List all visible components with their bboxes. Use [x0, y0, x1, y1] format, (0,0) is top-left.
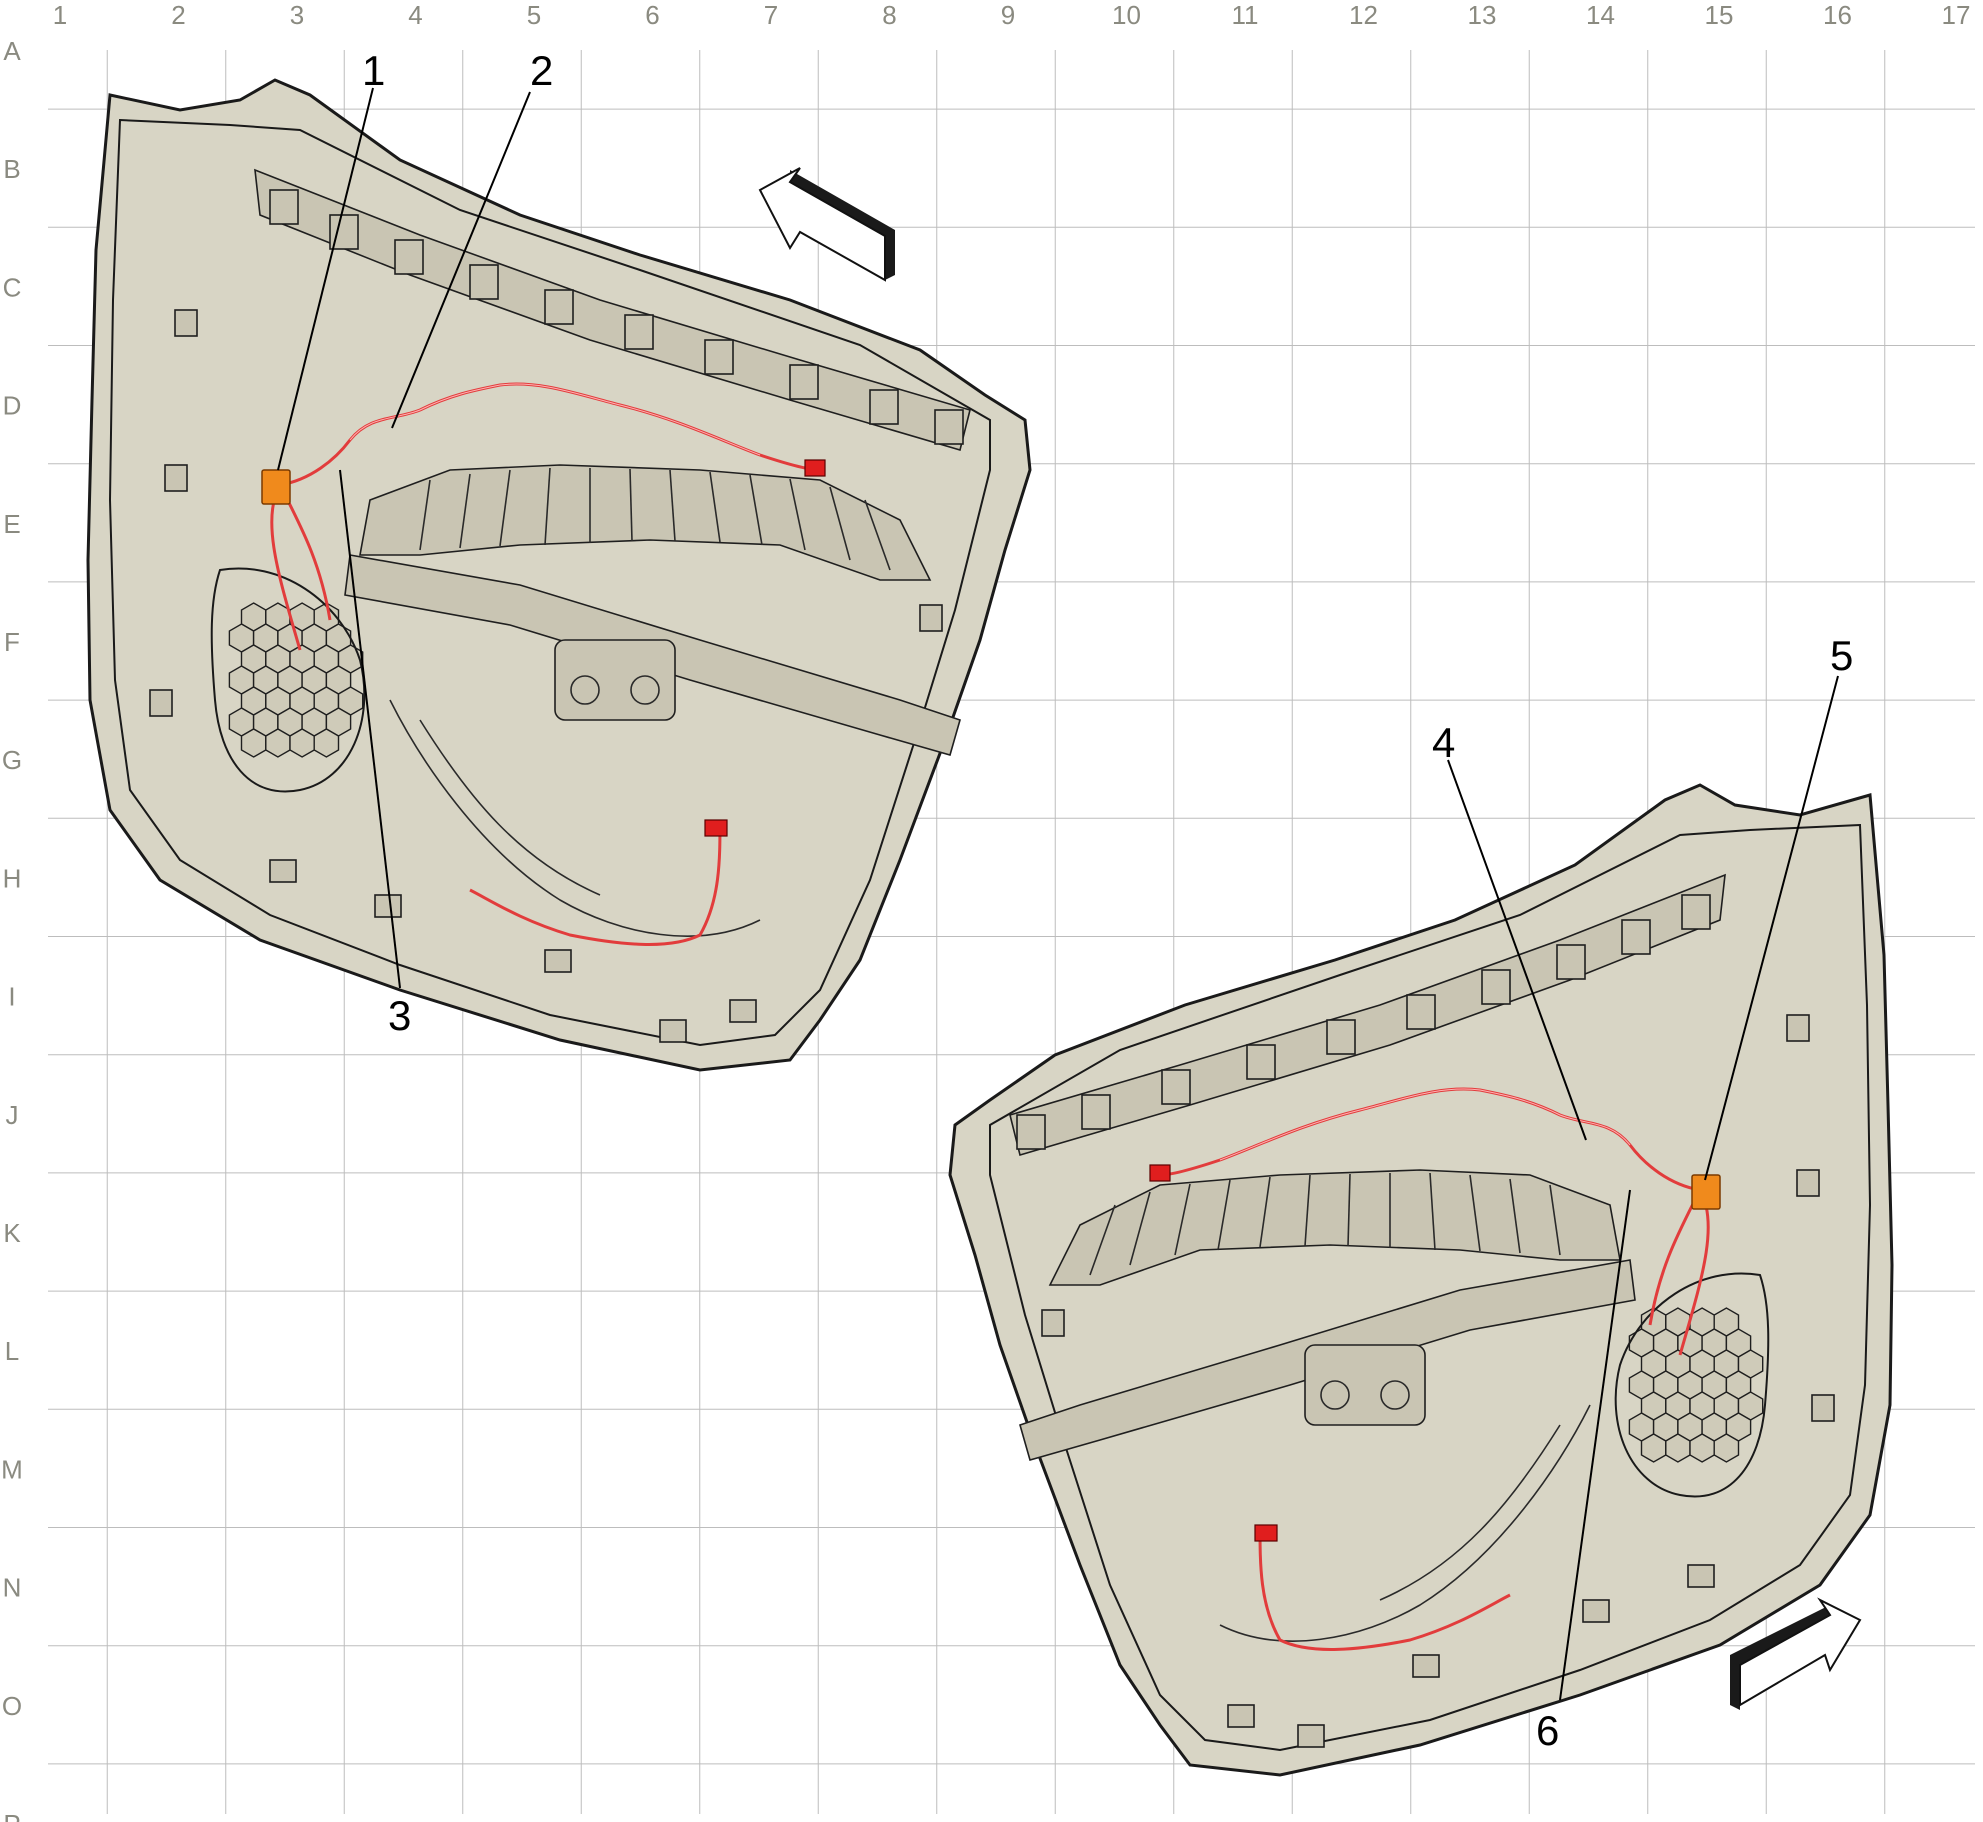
grid-column-label: 9 — [1001, 0, 1015, 30]
grid-column-label: 11 — [1232, 0, 1259, 30]
grid-row-label: M — [1, 1454, 23, 1484]
callout-3: 3 — [388, 992, 411, 1039]
left-speaker-bezel — [210, 567, 366, 793]
callout-5: 5 — [1830, 632, 1853, 679]
grid-row-label: L — [5, 1336, 19, 1366]
callout-6: 6 — [1536, 1707, 1559, 1754]
callout-2: 2 — [530, 47, 553, 94]
speaker-hex-cell — [1665, 1433, 1691, 1463]
callouts: 1 2 3 4 5 6 — [277, 47, 1853, 1754]
right-connector-lower — [1254, 1524, 1278, 1542]
speaker-hex-cell — [1689, 1433, 1715, 1463]
right-door-trim-panel — [948, 783, 1894, 1777]
grid-row-label: F — [4, 627, 20, 657]
left-upper-clips — [269, 189, 964, 445]
grid-row-label: O — [2, 1691, 22, 1721]
speaker-hex-cell — [313, 728, 340, 758]
left-armrest-grille — [359, 464, 932, 581]
grid-row-labels: A B C D E F G H I J K L M N O P — [1, 36, 23, 1822]
left-direction-arrow-icon — [758, 167, 895, 282]
grid-row-label: P — [3, 1809, 20, 1822]
grid-row-label: A — [3, 36, 21, 66]
grid-row-label: H — [3, 863, 22, 893]
grid-row-label: K — [3, 1218, 21, 1248]
right-upper-clips — [1016, 894, 1711, 1150]
grid-column-label: 8 — [882, 0, 896, 30]
left-switch-left — [570, 675, 600, 705]
grid-row-label: B — [3, 154, 20, 184]
right-switch-right — [1380, 1380, 1410, 1410]
grid-column-label: 7 — [764, 0, 778, 30]
left-lower-clips — [149, 309, 943, 1043]
grid-row-label: G — [2, 745, 22, 775]
left-pocket-inner — [419, 719, 601, 896]
right-armrest-grille — [1048, 1169, 1621, 1286]
speaker-hex-cell — [1640, 1433, 1667, 1463]
right-grille-slats — [1089, 1172, 1561, 1276]
speaker-hex-cell — [289, 728, 315, 758]
grid-column-label: 2 — [171, 0, 185, 30]
grid-column-label: 13 — [1468, 0, 1497, 30]
left-switch-right — [630, 675, 660, 705]
callout-2-leader — [391, 91, 531, 429]
speaker-hex-cell — [1713, 1433, 1740, 1463]
right-panel-inner-edge — [989, 823, 1872, 1752]
right-speaker-grille — [1628, 1307, 1764, 1463]
grid-row-label: C — [3, 272, 22, 302]
callout-4-leader — [1447, 759, 1587, 1141]
grid-column-label: 1 — [53, 0, 67, 30]
callout-6-leader — [1559, 1189, 1631, 1701]
grid-column-label: 4 — [408, 0, 422, 30]
grid-column-label: 17 — [1942, 0, 1971, 30]
grid-row-label: I — [8, 982, 15, 1012]
callout-1: 1 — [362, 47, 385, 94]
right-speaker-bezel — [1614, 1272, 1770, 1498]
grid-column-label: 12 — [1349, 0, 1378, 30]
grid-row-label: E — [3, 509, 20, 539]
grid-column-label: 10 — [1112, 0, 1141, 30]
left-door-trim-panel — [86, 78, 1032, 1072]
right-switch-bezel — [1304, 1344, 1426, 1426]
grid-row-label: J — [6, 1100, 19, 1130]
callout-5-leader — [1704, 675, 1839, 1181]
right-connector-upper — [1149, 1164, 1171, 1182]
left-grille-slats — [419, 467, 891, 571]
grid-row-label: N — [3, 1573, 22, 1603]
grid-column-label: 3 — [290, 0, 304, 30]
right-pocket-inner — [1379, 1424, 1561, 1601]
left-panel-inner-edge — [108, 118, 991, 1047]
grid-column-label: 16 — [1823, 0, 1852, 30]
left-connector-lower — [704, 819, 728, 837]
grid-column-label: 15 — [1705, 0, 1734, 30]
left-switch-bezel — [554, 639, 676, 721]
right-lower-clips — [1041, 1014, 1835, 1748]
right-direction-arrow-icon — [1730, 1597, 1862, 1710]
speaker-hex-cell — [240, 728, 267, 758]
grid-row-label: D — [3, 391, 22, 421]
grid-column-label: 14 — [1586, 0, 1615, 30]
grid-column-label: 5 — [527, 0, 541, 30]
callout-1-leader — [277, 87, 374, 471]
grid-column-label: 6 — [645, 0, 659, 30]
right-switch-left — [1320, 1380, 1350, 1410]
left-speaker-grille — [228, 602, 364, 758]
left-door-module — [261, 469, 291, 505]
speaker-hex-cell — [265, 728, 291, 758]
left-connector-upper — [804, 459, 826, 477]
callout-3-leader — [339, 469, 401, 989]
callout-4: 4 — [1432, 719, 1455, 766]
